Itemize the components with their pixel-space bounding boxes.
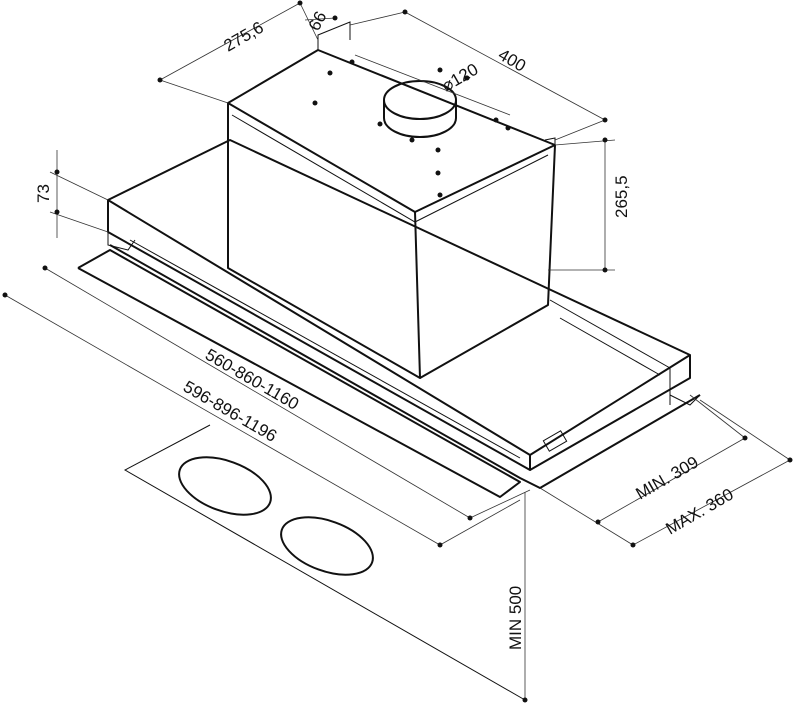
dim-duct-diameter: ⌀120 [439, 60, 482, 96]
hood-tray [77, 139, 701, 498]
dim-height-tray: 73 [34, 184, 53, 203]
cooktop [123, 424, 526, 701]
dim-offset-top: 66 [305, 8, 331, 34]
dim-depth-min: MIN. 309 [633, 453, 702, 504]
dim-depth-top: 275,6 [221, 18, 267, 56]
dim-min-height: MIN 500 [506, 586, 525, 650]
dim-width-top: 400 [495, 45, 529, 76]
dim-depth-max: MAX. 360 [663, 485, 737, 539]
dim-height-box: 265,5 [612, 175, 631, 218]
motor-box [227, 21, 556, 379]
